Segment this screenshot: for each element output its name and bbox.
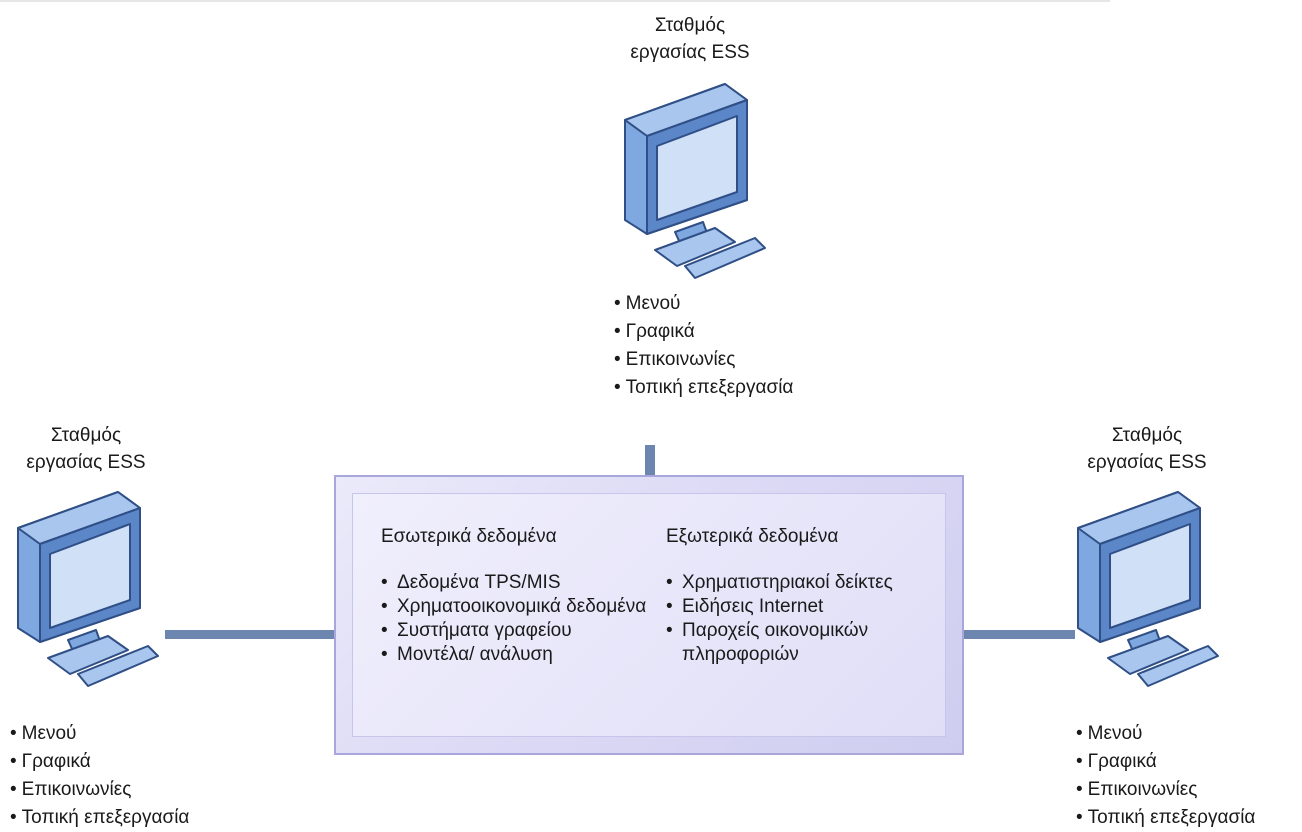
feature-item: Μενού xyxy=(1076,720,1255,748)
workstation-left-label: Σταθμός εργασίας ESS xyxy=(0,422,186,476)
workstation-left-feature-list: Μενού Γραφικά Επικοινωνίες Τοπική επεξερ… xyxy=(10,720,190,832)
workstation-top-label-line2: εργασίας ESS xyxy=(630,42,750,63)
internal-data-item: Χρηματοοικονομικά δεδομένα xyxy=(381,595,661,619)
connector-top xyxy=(645,445,655,477)
internal-data-heading: Εσωτερικά δεδομένα xyxy=(381,526,557,547)
internal-data-item: Συστήματα γραφείου xyxy=(381,619,661,643)
external-data-column: Εξωτερικά δεδομένα Χρηματιστηριακοί δείκ… xyxy=(666,525,936,667)
central-data-box: Εσωτερικά δεδομένα Δεδομένα TPS/MIS Χρημ… xyxy=(334,475,964,755)
feature-item: Γραφικά xyxy=(1076,748,1255,776)
connector-right xyxy=(963,630,1075,639)
feature-item: Γραφικά xyxy=(10,748,189,776)
feature-item: Τοπική επεξεργασία xyxy=(614,374,794,402)
workstation-left-label-line1: Σταθμός xyxy=(50,425,122,446)
internal-data-column: Εσωτερικά δεδομένα Δεδομένα TPS/MIS Χρημ… xyxy=(381,525,661,667)
workstation-top-label: Σταθμός εργασίας ESS xyxy=(590,12,790,66)
workstation-right-monitor-icon xyxy=(1077,491,1219,687)
internal-data-list: Δεδομένα TPS/MIS Χρηματοοικονομικά δεδομ… xyxy=(381,571,661,667)
workstation-top-feature-list: Μενού Γραφικά Επικοινωνίες Τοπική επεξερ… xyxy=(614,290,794,402)
connector-left xyxy=(165,630,335,639)
workstation-right-label-line2: εργασίας ESS xyxy=(1087,452,1207,473)
feature-item: Τοπική επεξεργασία xyxy=(10,804,190,832)
feature-item: Επικοινωνίες xyxy=(1076,776,1255,804)
feature-item: Τοπική επεξεργασία xyxy=(1076,804,1256,832)
top-border-line xyxy=(0,0,1110,2)
external-data-item: Ειδήσεις Internet xyxy=(666,595,936,619)
feature-item: Μενού xyxy=(614,290,793,318)
workstation-right-feature-list: Μενού Γραφικά Επικοινωνίες Τοπική επεξερ… xyxy=(1076,720,1256,832)
workstation-left-monitor-icon xyxy=(17,491,159,687)
external-data-heading: Εξωτερικά δεδομένα xyxy=(666,526,839,547)
feature-item: Επικοινωνίες xyxy=(10,776,189,804)
workstation-left-label-line2: εργασίας ESS xyxy=(26,452,146,473)
workstation-right-label-line1: Σταθμός xyxy=(1111,425,1183,446)
external-data-list: Χρηματιστηριακοί δείκτες Ειδήσεις Intern… xyxy=(666,571,936,667)
feature-item: Μενού xyxy=(10,720,189,748)
external-data-item: Παροχείς οικονομικών πληροφοριών xyxy=(666,619,936,667)
workstation-top-label-line1: Σταθμός xyxy=(654,15,726,36)
workstation-right-label: Σταθμός εργασίας ESS xyxy=(1047,422,1247,476)
internal-data-item: Μοντέλα/ ανάλυση xyxy=(381,643,661,667)
external-data-item: Χρηματιστηριακοί δείκτες xyxy=(666,571,936,595)
workstation-top-monitor-icon xyxy=(624,83,766,279)
internal-data-item: Δεδομένα TPS/MIS xyxy=(381,571,661,595)
feature-item: Επικοινωνίες xyxy=(614,346,793,374)
feature-item: Γραφικά xyxy=(614,318,793,346)
